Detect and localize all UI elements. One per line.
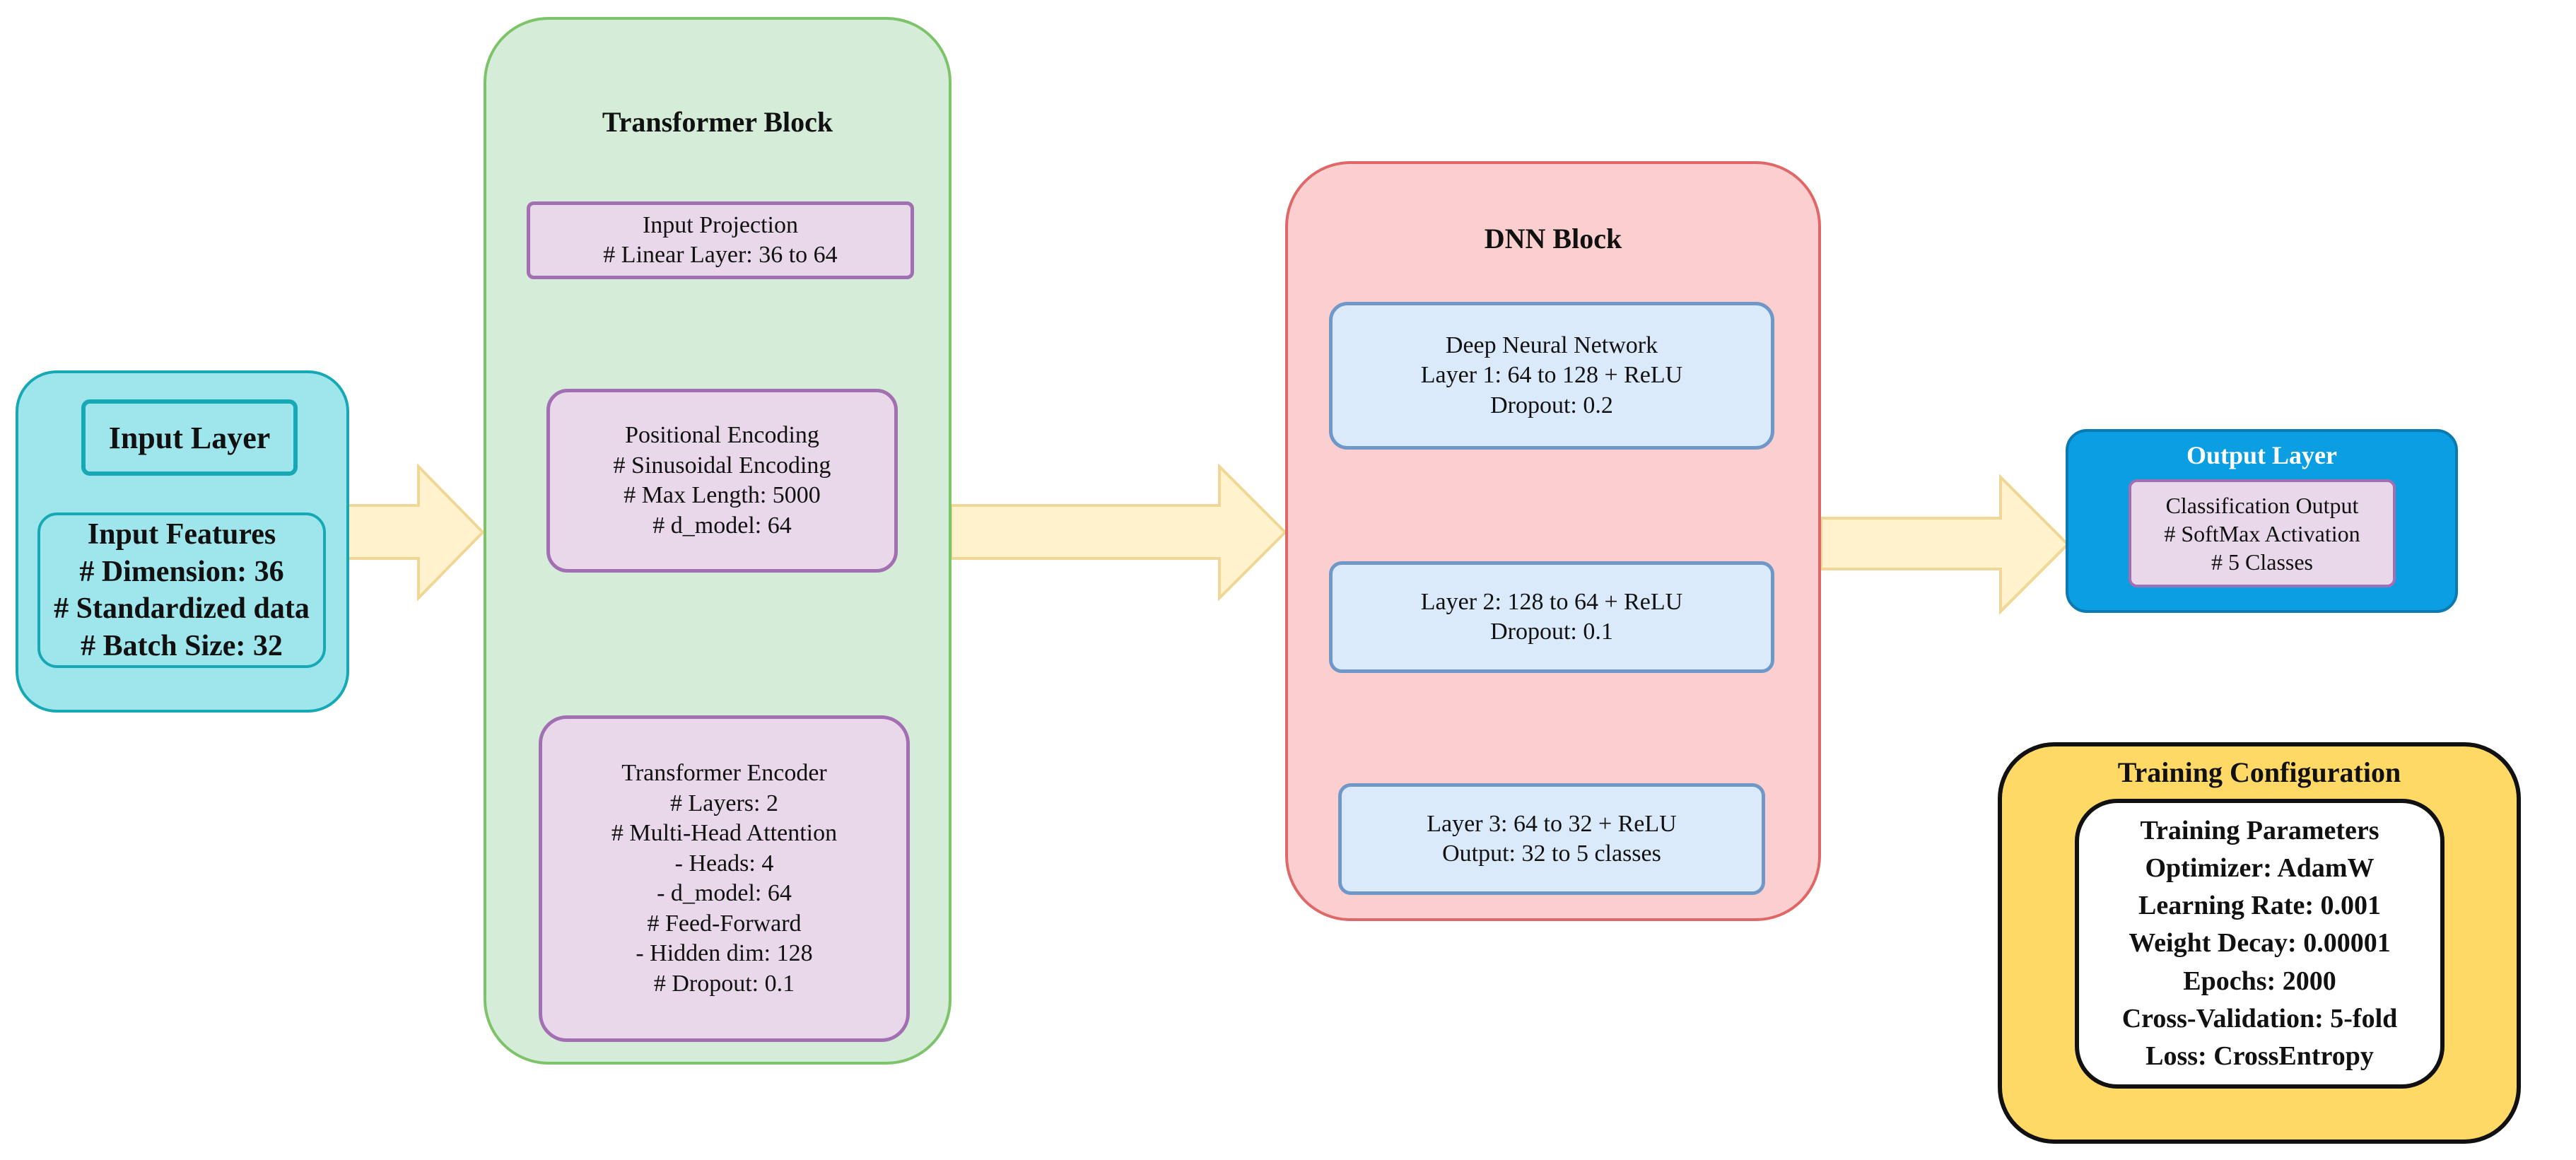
input-features-standardized: # Standardized data [54,592,310,625]
training-params-box: Training Parameters Optimizer: AdamW Lea… [2075,799,2445,1089]
input-features-box: Input Features # Dimension: 36 # Standar… [37,512,326,668]
output-details-box: Classification Output # SoftMax Activati… [2129,479,2396,587]
encoder-title: Transformer Encoder [621,760,827,786]
dnn-layer2-spec: Layer 2: 128 to 64 + ReLU [1420,588,1683,615]
encoder-dropout: # Dropout: 0.1 [653,970,795,997]
dnn-layer3-spec: Layer 3: 64 to 32 + ReLU [1427,810,1677,837]
training-learning-rate: Learning Rate: 0.001 [2138,891,2382,921]
training-params-heading: Training Parameters [2140,815,2379,845]
transformer-encoder-box: Transformer Encoder # Layers: 2 # Multi-… [539,715,910,1042]
dnn-layer1-spec: Layer 1: 64 to 128 + ReLU [1420,362,1683,389]
training-epochs: Epochs: 2000 [2183,966,2336,996]
flow-arrow-transformer-to-dnn [949,463,1287,602]
dnn-layer3-box: Layer 3: 64 to 32 + ReLU Output: 32 to 5… [1338,783,1765,895]
input-projection-box: Input Projection # Linear Layer: 36 to 6… [527,201,914,279]
input-projection-linear: # Linear Layer: 36 to 64 [603,242,838,268]
training-config-title: Training Configuration [2117,756,2401,788]
dnn-block-title: DNN Block [1484,223,1622,254]
encoder-attention: # Multi-Head Attention [611,820,838,846]
input-layer-title: Input Layer [108,420,271,455]
dnn-layer1-box: Deep Neural Network Layer 1: 64 to 128 +… [1329,302,1774,450]
input-projection-title: Input Projection [642,211,799,238]
output-classes: # 5 Classes [2211,549,2313,575]
training-optimizer: Optimizer: AdamW [2145,853,2375,884]
dnn-layer2-dropout: Dropout: 0.1 [1490,619,1613,645]
input-features-heading: Input Features [87,518,276,551]
flow-arrow-input-to-transformer [346,463,485,602]
encoder-hidden-dim: - Hidden dim: 128 [636,940,813,966]
output-softmax: # SoftMax Activation [2164,520,2360,546]
dnn-layer2-box: Layer 2: 128 to 64 + ReLU Dropout: 0.1 [1329,561,1774,673]
positional-encoding-d-model: # d_model: 64 [652,512,792,539]
positional-encoding-box: Positional Encoding # Sinusoidal Encodin… [546,389,898,573]
encoder-feed-forward: # Feed-Forward [647,910,802,937]
positional-encoding-title: Positional Encoding [625,422,819,448]
encoder-heads: - Heads: 4 [674,850,774,877]
input-features-dimension: # Dimension: 36 [79,555,284,588]
input-layer-title-box: Input Layer [81,399,298,476]
dnn-layer3-output: Output: 32 to 5 classes [1442,840,1661,867]
positional-encoding-max-length: # Max Length: 5000 [623,482,821,508]
training-weight-decay: Weight Decay: 0.00001 [2129,928,2391,959]
input-features-batch-size: # Batch Size: 32 [81,629,283,662]
dnn-layer1-dropout: Dropout: 0.2 [1490,392,1613,418]
positional-encoding-sinusoidal: # Sinusoidal Encoding [613,452,831,479]
encoder-layers: # Layers: 2 [670,790,778,816]
flow-arrow-dnn-to-output [1820,474,2070,615]
transformer-block-title: Transformer Block [602,106,833,138]
encoder-d-model: - d_model: 64 [657,880,792,906]
dnn-layer1-title: Deep Neural Network [1445,332,1658,358]
output-layer-title: Output Layer [2186,441,2337,469]
output-classification: Classification Output [2165,492,2359,518]
training-loss: Loss: CrossEntropy [2145,1041,2374,1071]
training-cross-validation: Cross-Validation: 5-fold [2121,1003,2398,1033]
